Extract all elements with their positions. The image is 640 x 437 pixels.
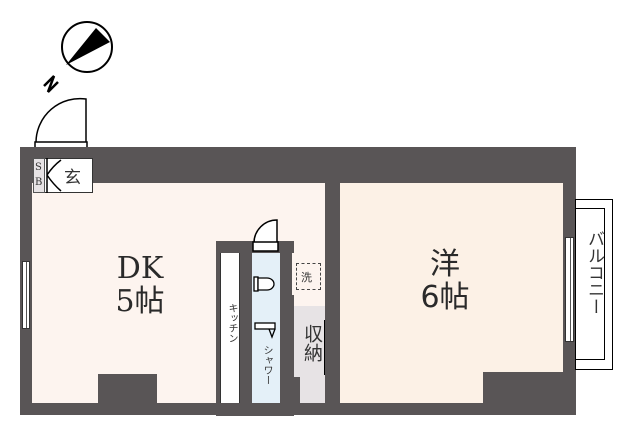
center-wall: [325, 183, 339, 415]
shoebox-label: SB: [35, 162, 43, 188]
entrance-step: [45, 158, 65, 193]
shower-door[interactable]: [254, 322, 276, 340]
door-swing-icon: [34, 97, 88, 153]
laundry-label: 洗: [301, 271, 312, 284]
room-dk-name: DK: [116, 251, 164, 286]
balcony-label: バルコニー: [584, 230, 604, 315]
window-dk-left: [22, 261, 30, 329]
room-dk-size: 5帖: [115, 284, 165, 319]
washer-space: 洗: [296, 263, 321, 290]
storage-label: 収納: [301, 324, 323, 362]
room-dk-label: DK 5帖: [95, 252, 185, 318]
room-dk-entrance-area: [92, 183, 102, 193]
toilet-icon: [253, 275, 277, 293]
pillar: [483, 372, 563, 404]
entrance-label: 玄: [64, 168, 81, 188]
balcony: バルコニー: [575, 199, 613, 370]
compass: N: [34, 20, 114, 95]
shower-label: シャワー: [261, 345, 272, 385]
room-western-size: 6帖: [420, 280, 470, 315]
storage-door[interactable]: [324, 320, 327, 375]
room-western-label: 洋 6帖: [405, 248, 485, 314]
kitchen-label: キッチン: [226, 303, 237, 343]
pillar: [98, 374, 157, 404]
room-western: [340, 183, 563, 403]
north-arrow-icon: [43, 21, 113, 93]
kitchen: キッチン: [220, 253, 240, 403]
entry-door[interactable]: [34, 97, 88, 153]
toilet-door[interactable]: [252, 218, 279, 253]
storage-notch: [292, 377, 300, 404]
shoebox: SB: [33, 158, 45, 193]
room-western-name: 洋: [430, 247, 460, 282]
window-balcony: [565, 237, 574, 342]
